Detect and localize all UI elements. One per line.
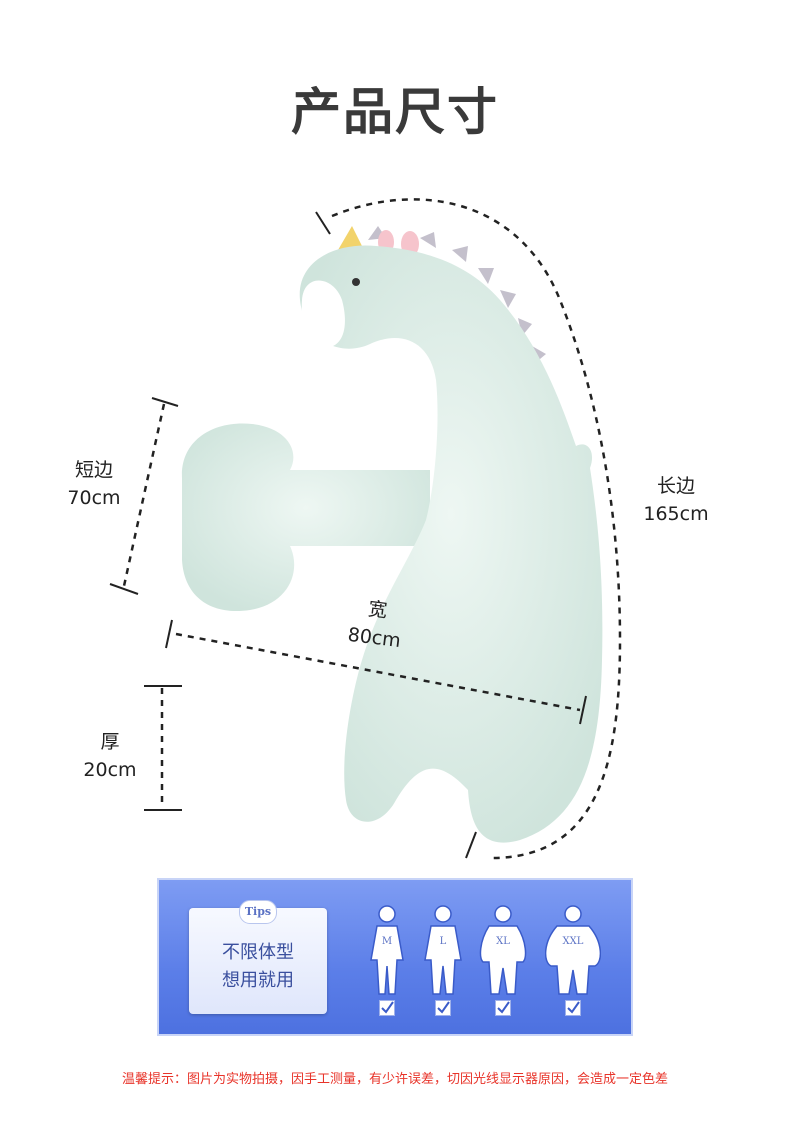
size-figure-xxl: XXL xyxy=(544,902,602,1022)
check-icon xyxy=(495,1000,511,1016)
long-side-value: 165cm xyxy=(643,503,709,525)
thickness-value: 20cm xyxy=(83,759,137,781)
size-figure-xl: XL xyxy=(475,902,531,1022)
size-label-m: M xyxy=(381,936,393,947)
short-side-name: 短边 xyxy=(74,459,113,481)
body-silhouette-icon xyxy=(479,905,527,995)
check-icon xyxy=(565,1000,581,1016)
size-label-xxl: XXL xyxy=(562,936,584,947)
size-label-l: L xyxy=(439,936,447,947)
tips-panel: Tips 不限体型 想用就用 M L XL xyxy=(157,878,633,1036)
short-side-value: 70cm xyxy=(67,487,121,509)
tips-badge: Tips xyxy=(239,900,277,924)
page-title: 产品尺寸 xyxy=(291,83,499,141)
eye xyxy=(352,278,360,286)
body-silhouette-icon xyxy=(544,905,602,995)
size-label-xl: XL xyxy=(496,936,510,947)
thickness-name: 厚 xyxy=(100,731,120,753)
thickness-label: 厚 20cm xyxy=(70,728,150,784)
body-silhouette-icon xyxy=(370,905,404,995)
snout xyxy=(301,280,345,348)
width-label: 宽 80cm xyxy=(333,591,419,656)
pillow-arm xyxy=(181,423,430,612)
tips-card: Tips 不限体型 想用就用 xyxy=(189,900,327,1014)
tips-line-1: 不限体型 xyxy=(222,942,294,963)
footnote: 温馨提示：图片为实物拍摄，因手工测量，有少许误差，切因光线显示器原因，会造成一定… xyxy=(121,1072,668,1087)
size-figure-l: L xyxy=(415,902,471,1022)
size-figure-m: M xyxy=(359,902,415,1022)
horn xyxy=(338,226,364,250)
long-side-name: 长边 xyxy=(656,475,695,497)
tips-line-2: 想用就用 xyxy=(222,970,294,991)
check-icon xyxy=(435,1000,451,1016)
long-side-label: 长边 165cm xyxy=(636,472,716,528)
pillow-body xyxy=(299,245,603,843)
body-silhouette-icon xyxy=(424,905,462,995)
check-icon xyxy=(379,1000,395,1016)
short-side-label: 短边 70cm xyxy=(54,456,134,512)
